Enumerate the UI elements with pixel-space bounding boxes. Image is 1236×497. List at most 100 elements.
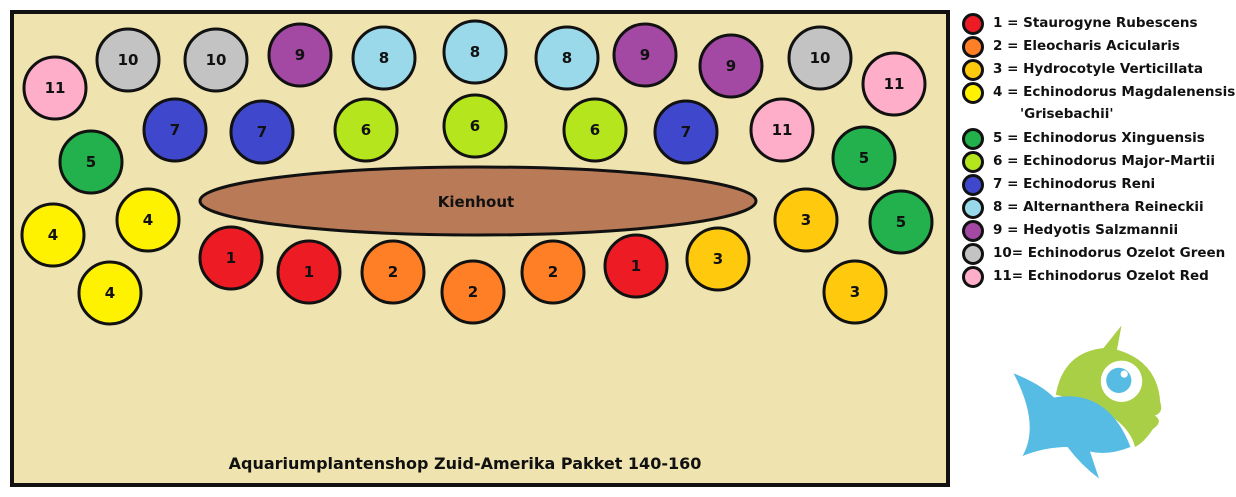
plant-8: 8 — [351, 25, 417, 91]
plant-circle — [822, 259, 888, 325]
fish-logo — [1013, 325, 1162, 479]
legend-item: 8 = Alternanthera Reineckii — [962, 197, 1235, 221]
plant-number: 4 — [48, 226, 58, 244]
plant-6: 6 — [562, 97, 628, 163]
plant-circle — [562, 97, 628, 163]
plant-circle — [20, 202, 86, 268]
plant-9: 9 — [698, 33, 764, 99]
plant-number: 9 — [640, 46, 650, 64]
plant-circle — [534, 25, 600, 91]
plant-9: 9 — [267, 22, 333, 88]
legend-label: 3 = Hydrocotyle Verticillata — [993, 61, 1203, 77]
plant-number: 9 — [726, 57, 736, 75]
kienhout-label: Kienhout — [438, 193, 514, 211]
plant-circle — [787, 25, 853, 91]
legend-swatch — [962, 243, 984, 265]
plant-number: 6 — [470, 117, 480, 135]
legend-item: 7 = Echinodorus Reni — [962, 174, 1235, 198]
plant-number: 5 — [896, 213, 906, 231]
legend-swatch — [962, 174, 984, 196]
plant-circle — [868, 189, 934, 255]
legend-item: 1 = Staurogyne Rubescens — [962, 13, 1235, 37]
plant-circle — [520, 239, 586, 305]
plant-number: 9 — [295, 46, 305, 64]
plant-10: 10 — [183, 27, 249, 93]
plant-number: 4 — [105, 284, 115, 302]
plant-2: 2 — [360, 239, 426, 305]
plant-2: 2 — [440, 259, 506, 325]
plant-number: 7 — [257, 123, 267, 141]
plant-number: 11 — [772, 121, 793, 139]
plant-11: 11 — [22, 55, 88, 121]
legend: 1 = Staurogyne Rubescens 2 = Eleocharis A… — [962, 13, 1235, 290]
legend-swatch — [962, 220, 984, 242]
legend-label: 7 = Echinodorus Reni — [993, 176, 1156, 192]
legend-label: 11= Echinodorus Ozelot Red — [993, 268, 1209, 284]
legend-label: 5 = Echinodorus Xinguensis — [993, 130, 1205, 146]
plant-11: 11 — [749, 97, 815, 163]
layout-title: Aquariumplantenshop Zuid-Amerika Pakket … — [229, 454, 702, 473]
plant-number: 8 — [379, 49, 389, 67]
legend-item: 3 = Hydrocotyle Verticillata — [962, 59, 1235, 83]
legend-swatch — [962, 266, 984, 288]
legend-swatch — [962, 59, 984, 81]
plant-circle — [351, 25, 417, 91]
legend-label: 9 = Hedyotis Salzmannii — [993, 222, 1179, 238]
legend-item: 9 = Hedyotis Salzmannii — [962, 220, 1235, 244]
plant-circle — [685, 226, 751, 292]
plant-8: 8 — [534, 25, 600, 91]
plant-circle — [95, 27, 161, 93]
plant-circle — [861, 51, 927, 117]
plant-circle — [773, 187, 839, 253]
plant-5: 5 — [831, 125, 897, 191]
plant-circle — [612, 22, 678, 88]
plant-5: 5 — [58, 129, 124, 195]
plant-circle — [77, 260, 143, 326]
plant-10: 10 — [787, 25, 853, 91]
plant-7: 7 — [142, 97, 208, 163]
plant-circle — [749, 97, 815, 163]
legend-label: 10= Echinodorus Ozelot Green — [993, 245, 1226, 261]
plant-number: 10 — [118, 51, 139, 69]
plant-circle — [442, 19, 508, 85]
plant-number: 7 — [681, 123, 691, 141]
plant-number: 3 — [713, 250, 723, 268]
legend-label-continued: 'Grisebachii' — [1020, 106, 1114, 122]
legend-swatch — [962, 82, 984, 104]
plant-number: 2 — [468, 283, 478, 301]
legend-label: 1 = Staurogyne Rubescens — [993, 15, 1198, 31]
plant-circle — [183, 27, 249, 93]
plant-1: 1 — [276, 239, 342, 305]
plant-circle — [603, 233, 669, 299]
legend-label: 2 = Eleocharis Acicularis — [993, 38, 1180, 54]
plant-number: 8 — [562, 49, 572, 67]
plant-circle — [229, 99, 295, 165]
legend-swatch — [962, 197, 984, 219]
plant-number: 5 — [859, 149, 869, 167]
plant-number: 11 — [884, 75, 905, 93]
legend-item: 6 = Echinodorus Major-Martii — [962, 151, 1235, 175]
plant-circle — [115, 187, 181, 253]
plant-number: 6 — [361, 121, 371, 139]
plant-circle — [198, 225, 264, 291]
plant-circle — [698, 33, 764, 99]
legend-item: 10= Echinodorus Ozelot Green — [962, 243, 1235, 267]
legend-swatch — [962, 128, 984, 150]
plant-6: 6 — [442, 93, 508, 159]
plant-circle — [360, 239, 426, 305]
legend-swatch — [962, 36, 984, 58]
plant-10: 10 — [95, 27, 161, 93]
plant-circle — [22, 55, 88, 121]
plant-2: 2 — [520, 239, 586, 305]
plant-4: 4 — [115, 187, 181, 253]
plant-3: 3 — [685, 226, 751, 292]
plant-5: 5 — [868, 189, 934, 255]
plant-number: 3 — [801, 211, 811, 229]
plant-circle — [440, 259, 506, 325]
plant-number: 5 — [86, 153, 96, 171]
plant-6: 6 — [333, 97, 399, 163]
plant-circle — [58, 129, 124, 195]
plant-circle — [653, 99, 719, 165]
plant-3: 3 — [822, 259, 888, 325]
legend-swatch — [962, 151, 984, 173]
